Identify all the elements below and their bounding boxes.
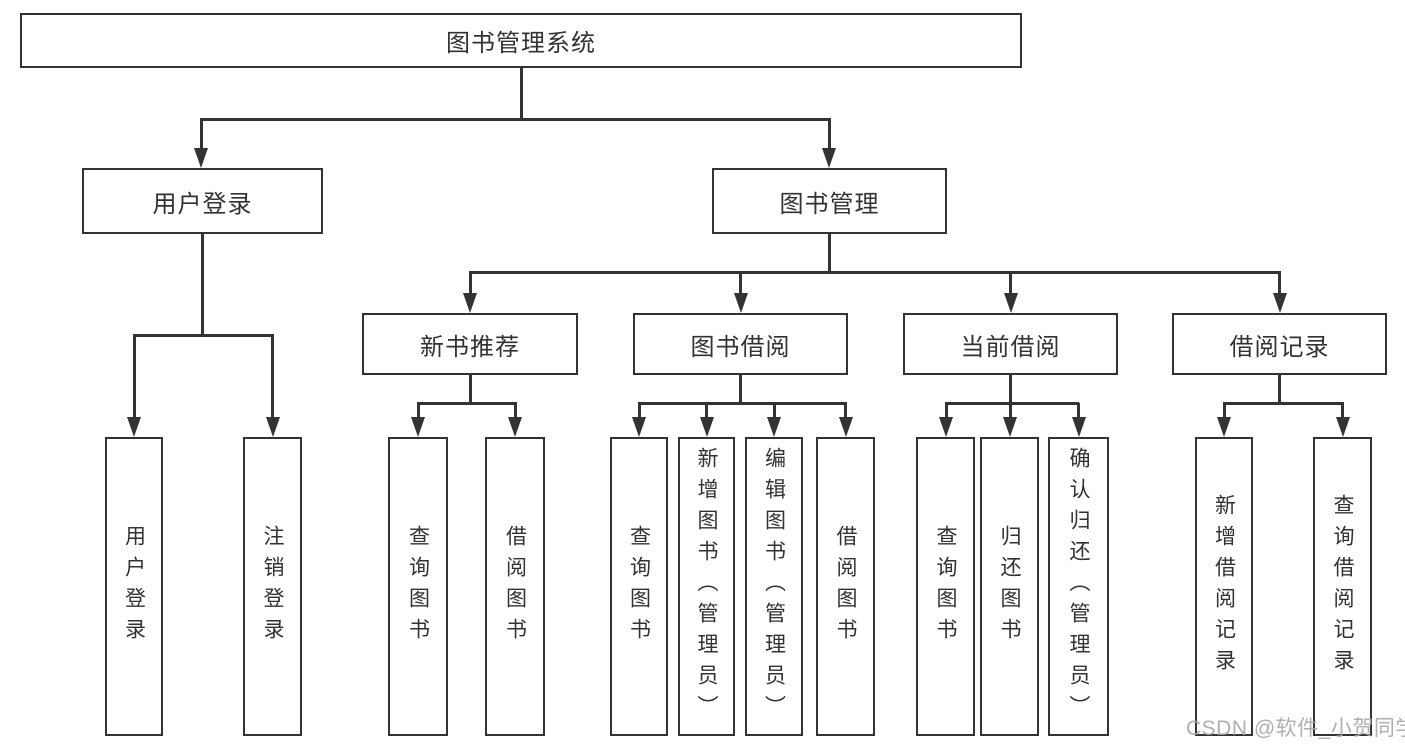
connector-line-h	[1222, 401, 1344, 405]
node-book-management: 图书管理	[712, 168, 947, 234]
leaf-label: 查询图书	[406, 524, 430, 649]
connector-line-v	[1222, 403, 1226, 419]
arrowhead-down-icon	[1071, 417, 1086, 437]
connector-line-v	[1278, 272, 1281, 295]
arrowhead-down-icon	[411, 417, 425, 437]
arrowhead-down-icon	[265, 417, 280, 437]
connector-line-v	[637, 403, 641, 419]
arrowhead-down-icon	[733, 293, 748, 313]
arrowhead-down-icon	[1335, 417, 1350, 437]
connector-line-v	[827, 119, 831, 150]
leaf-logout: 注销登录	[243, 437, 302, 736]
leaf-query-books-borrow: 查询图书	[610, 437, 668, 736]
connector-line-v	[199, 119, 203, 150]
node-borrow-records: 借阅记录	[1172, 313, 1387, 375]
connector-line-v	[468, 272, 472, 295]
node-new-book-recommend: 新书推荐	[362, 313, 578, 375]
leaf-edit-book-admin: 编辑图书（管理员）	[745, 437, 803, 736]
watermark: CSDN @软件_小贺同学	[1186, 717, 1405, 740]
leaf-confirm-return-admin: 确认归还（管理员）	[1048, 437, 1109, 736]
connector-line-v	[1341, 403, 1344, 419]
connector-line-v	[827, 234, 831, 272]
leaf-label: 借阅图书	[834, 524, 857, 649]
leaf-query-books-recommend: 查询图书	[388, 437, 448, 736]
connector-line-h	[416, 401, 517, 405]
connector-line-h	[468, 270, 1281, 274]
leaf-label: 查询图书	[627, 524, 651, 649]
connector-line-v	[200, 234, 204, 335]
connector-line-v	[772, 403, 776, 419]
leaf-query-books-current: 查询图书	[916, 437, 975, 736]
connector-line-v	[132, 335, 136, 419]
connector-line-v	[739, 272, 742, 295]
leaf-label: 用户登录	[122, 524, 146, 649]
connector-line-v	[1009, 375, 1012, 403]
arrowhead-down-icon	[1003, 417, 1017, 437]
connector-line-v	[1008, 403, 1012, 419]
leaf-user-login: 用户登录	[105, 437, 163, 736]
connector-line-v	[739, 375, 742, 403]
leaf-label: 查询借阅记录	[1331, 493, 1354, 680]
node-user-login: 用户登录	[82, 168, 323, 234]
arrowhead-down-icon	[463, 293, 477, 313]
connector-line-v	[271, 335, 274, 419]
leaf-label: 借阅图书	[503, 524, 527, 649]
node-root: 图书管理系统	[20, 13, 1022, 68]
leaf-label: 新增图书（管理员）	[695, 447, 718, 726]
leaf-add-book-admin: 新增图书（管理员）	[678, 437, 735, 736]
arrowhead-down-icon	[1272, 293, 1287, 313]
leaf-return-book: 归还图书	[980, 437, 1039, 736]
connector-line-v	[944, 403, 948, 419]
connector-line-v	[1009, 272, 1012, 295]
arrowhead-down-icon	[194, 148, 208, 168]
connector-line-h	[637, 401, 847, 405]
leaf-label: 确认归还（管理员）	[1067, 447, 1090, 726]
connector-line-h	[199, 117, 831, 121]
leaf-label: 新增借阅记录	[1212, 493, 1236, 680]
leaf-label: 注销登录	[261, 524, 284, 649]
connector-line-v	[468, 375, 472, 403]
connector-line-v	[519, 68, 523, 119]
arrowhead-down-icon	[632, 417, 646, 437]
leaf-query-borrow-record: 查询借阅记录	[1313, 437, 1372, 736]
leaf-label: 归还图书	[998, 524, 1021, 649]
arrowhead-down-icon	[939, 417, 953, 437]
arrowhead-down-icon	[1003, 293, 1018, 313]
connector-line-v	[1278, 375, 1281, 403]
arrowhead-down-icon	[767, 417, 781, 437]
arrowhead-down-icon	[822, 148, 836, 168]
arrowhead-down-icon	[127, 417, 141, 437]
leaf-label: 查询图书	[934, 524, 957, 649]
connector-line-v	[513, 403, 517, 419]
connector-line-v	[844, 403, 847, 419]
leaf-label: 编辑图书（管理员）	[762, 447, 786, 726]
arrowhead-down-icon	[1217, 417, 1231, 437]
connector-line-h	[944, 401, 1079, 405]
arrowhead-down-icon	[838, 417, 853, 437]
connector-line-h	[132, 333, 274, 337]
leaf-borrow-books-recommend: 借阅图书	[485, 437, 545, 736]
connector-line-v	[1077, 403, 1080, 419]
leaf-add-borrow-record: 新增借阅记录	[1195, 437, 1253, 736]
connector-line-v	[705, 403, 708, 419]
leaf-borrow-books-borrow: 借阅图书	[816, 437, 875, 736]
node-book-borrow: 图书借阅	[633, 313, 848, 375]
arrowhead-down-icon	[699, 417, 714, 437]
node-current-borrow: 当前借阅	[903, 313, 1118, 375]
connector-line-v	[416, 403, 420, 419]
arrowhead-down-icon	[508, 417, 522, 437]
